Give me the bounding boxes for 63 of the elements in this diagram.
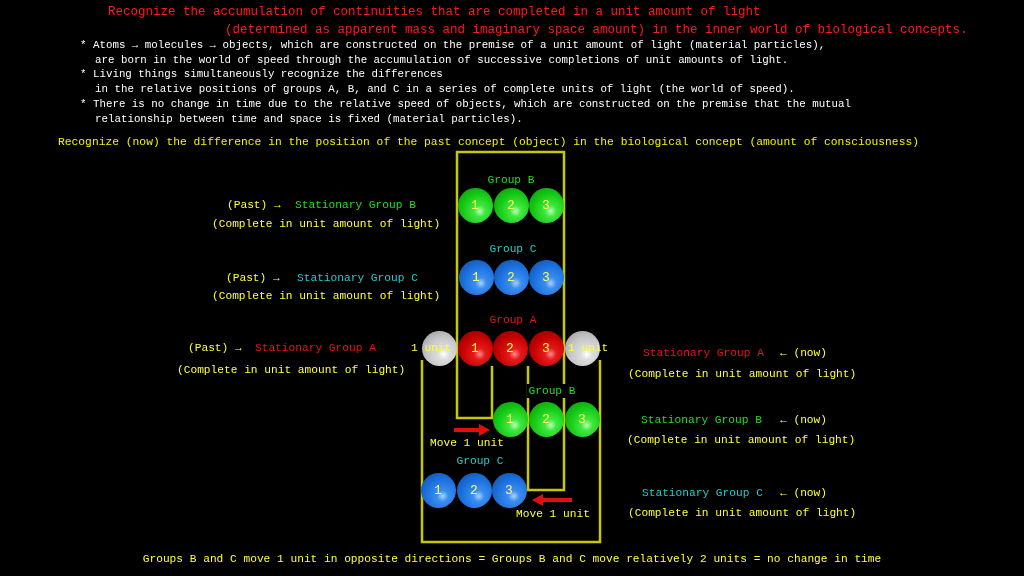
ball-number: 1 xyxy=(505,410,515,429)
group-name: Stationary Group C xyxy=(297,271,418,285)
move-label: Move 1 unit xyxy=(516,507,590,521)
subheading-text: Recognize (now) the difference in the position of the past concept (object) in the biological concept (amount of consciousness) xyxy=(58,135,919,149)
move-label: Move 1 unit xyxy=(430,436,504,450)
time-label: (Past) → xyxy=(226,271,280,285)
note-text: * Living things simultaneously recognize the differences in the relative positions of groups A, B, and C in a series of complete units of light (the world of speed). xyxy=(80,67,796,97)
group-label: Group B xyxy=(487,173,535,187)
numbered-ball xyxy=(493,259,529,295)
ball-number: 3 xyxy=(541,339,551,358)
numbered-ball xyxy=(492,330,528,366)
group-label: Group C xyxy=(456,454,504,468)
group-name: Stationary Group B xyxy=(295,198,416,212)
ball-number: 3 xyxy=(504,481,514,500)
ball-number: 2 xyxy=(506,196,516,215)
ball xyxy=(421,330,457,366)
caption-text: Groups B and C move 1 unit in opposite directions = Groups B and C move relatively 2 units = no change in time xyxy=(142,552,882,566)
description-text: (Complete in unit amount of light) xyxy=(627,433,856,447)
ball-number: 2 xyxy=(505,339,515,358)
group-name: Stationary Group B xyxy=(641,413,762,427)
numbered-ball xyxy=(493,187,529,223)
note-text: * There is no change in time due to the relative speed of objects, which are constructed on the premise that the mutual relationship between time and space is fixed (material particles). xyxy=(80,97,853,127)
numbered-ball xyxy=(458,259,494,295)
ball-number: 1 xyxy=(470,196,480,215)
numbered-ball xyxy=(457,187,493,223)
ball-number: 1 xyxy=(471,268,481,287)
ball-number: 3 xyxy=(541,268,551,287)
numbered-ball xyxy=(564,401,600,437)
group-label: Group A xyxy=(489,313,537,327)
description-text: (Complete in unit amount of light) xyxy=(177,363,406,377)
time-label: ← (now) xyxy=(780,413,827,427)
numbered-ball xyxy=(528,187,564,223)
ball-number: 2 xyxy=(506,268,516,287)
time-label: ← (now) xyxy=(780,486,827,500)
note-text: * Atoms → molecules → objects, which are constructed on the premise of a unit amount of light (material particles), are born in the world of speed through the accumulation of successive completions of unit amounts of light. xyxy=(80,38,827,68)
numbered-ball xyxy=(528,401,564,437)
ball-number: 2 xyxy=(469,481,479,500)
description-text: (Complete in unit amount of light) xyxy=(628,367,857,381)
numbered-ball xyxy=(528,259,564,295)
description-text: (Complete in unit amount of light) xyxy=(628,506,857,520)
ball-number: 3 xyxy=(577,410,587,429)
group-name: Stationary Group C xyxy=(642,486,763,500)
numbered-ball xyxy=(457,330,493,366)
group-name: Stationary Group A xyxy=(255,341,376,355)
ball-number: 1 xyxy=(470,339,480,358)
description-text: (Complete in unit amount of light) xyxy=(212,289,441,303)
numbered-ball xyxy=(492,401,528,437)
unit-label: 1 unit xyxy=(411,341,452,355)
group-name: Stationary Group A xyxy=(643,346,764,360)
numbered-ball xyxy=(528,330,564,366)
group-label: Group B xyxy=(526,384,578,398)
time-label: (Past) → xyxy=(227,198,281,212)
title-text: Recognize the accumulation of continuities that are completed in a unit amount of light (determined as apparent mass and imaginary space amount) in the inner world of biological concepts. xyxy=(108,4,969,39)
group-label: Group C xyxy=(489,242,537,256)
numbered-ball xyxy=(456,472,492,508)
ball-number: 3 xyxy=(541,196,551,215)
numbered-ball xyxy=(491,472,527,508)
ball-number: 2 xyxy=(541,410,551,429)
ball-number: 1 xyxy=(433,481,443,500)
description-text: (Complete in unit amount of light) xyxy=(212,217,441,231)
time-label: ← (now) xyxy=(780,346,827,360)
time-label: (Past) → xyxy=(188,341,242,355)
numbered-ball xyxy=(420,472,456,508)
